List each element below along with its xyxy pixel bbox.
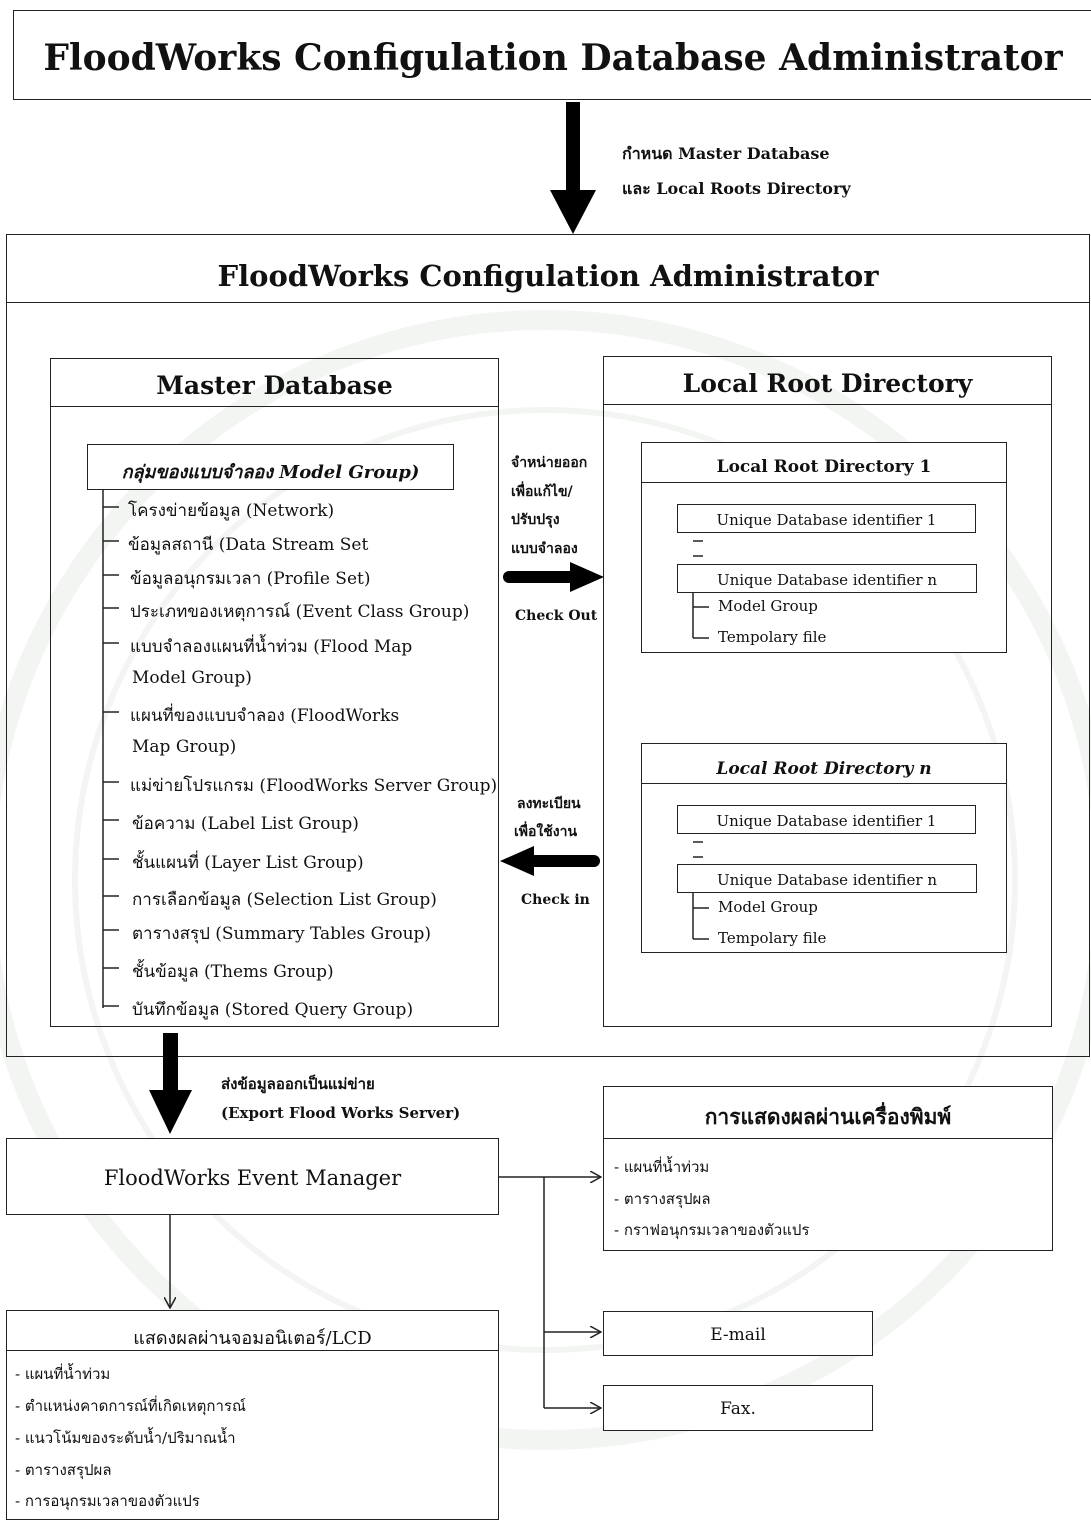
email-box: E-mail	[603, 1311, 873, 1356]
export-down-arrow	[149, 1033, 192, 1134]
local-root-dir-n-title: Local Root Directory n	[716, 759, 932, 779]
printer-header: การแสดงผลผ่านเครื่องพิมพ์	[604, 1087, 1052, 1139]
checkin-label: Check in	[521, 892, 590, 908]
dirn-tree	[692, 841, 709, 940]
master-item: ชั้นแผนที่ (Layer List Group)	[132, 853, 364, 873]
printer-item: - กราฟอนุกรมเวลาของตัวแปร	[614, 1221, 810, 1239]
top-arrow-label-2: และ Local Roots Directory	[622, 179, 851, 198]
monitor-item: - การอนุกรมเวลาของตัวแปร	[15, 1492, 200, 1510]
printer-box: การแสดงผลผ่านเครื่องพิมพ์ - แผนที่น้ำท่ว…	[603, 1086, 1053, 1251]
top-arrow-label-1: กำหนด Master Database	[622, 144, 830, 163]
admin-box: FloodWorks Configulation Administrator	[6, 234, 1090, 1057]
checkin-arrow	[500, 846, 600, 876]
master-item: โครงข่ายข้อมูล (Network)	[128, 501, 335, 521]
checkout-arrow	[503, 562, 604, 592]
event-manager-connectors	[170, 1177, 601, 1408]
printer-item: - แผนที่น้ำท่วม	[614, 1158, 710, 1176]
email-label: E-mail	[710, 1325, 766, 1345]
dir1-uidn-box: Unique Database identifier n	[677, 564, 977, 593]
master-item: แม่ข่ายโปรแกรม (FloodWorks Server Group)	[130, 776, 498, 796]
export-label-1: ส่งข้อมูลออกเป็นแม่ข่าย	[221, 1075, 375, 1093]
local-root-dir-1-title: Local Root Directory 1	[716, 457, 932, 477]
fax-label: Fax.	[720, 1399, 756, 1419]
checkin-thai-line: เพื่อใช้งาน	[514, 824, 578, 840]
monitor-box: แสดงผลผ่านจอมอนิเตอร์/LCD - แผนที่น้ำท่ว…	[6, 1310, 499, 1520]
checkout-thai-line: ปรับปรุง	[511, 512, 560, 528]
checkin-thai-line: ลงทะเบียน	[517, 796, 581, 812]
checkout-thai-line: จำหน่ายออก	[511, 455, 588, 471]
local-root-header: Local Root Directory	[604, 357, 1051, 405]
top-down-arrow	[550, 102, 596, 234]
dir1-uid1: Unique Database identifier 1	[716, 511, 937, 529]
local-root-dir-1: Local Root Directory 1	[641, 442, 1007, 653]
model-group-box: กลุ่มของแบบจำลอง Model Group)	[87, 444, 454, 490]
dirn-temp-file: Tempolary file	[718, 929, 827, 947]
monitor-item: - แนวโน้มของระดับน้ำ/ปริมาณน้ำ	[15, 1429, 236, 1447]
checkout-label: Check Out	[515, 608, 598, 624]
master-item: Map Group)	[132, 737, 237, 757]
monitor-item: - ตารางสรุปผล	[15, 1461, 112, 1479]
printer-item: - ตารางสรุปผล	[614, 1190, 711, 1208]
dir1-uid1-box: Unique Database identifier 1	[677, 504, 976, 533]
admin-title: FloodWorks Configulation Administrator	[217, 259, 879, 293]
export-label-2: (Export Flood Works Server)	[221, 1104, 461, 1122]
monitor-item: - ตำแหน่งคาดการณ์ที่เกิดเหตุการณ์	[15, 1397, 246, 1415]
master-database-header: Master Database	[51, 359, 498, 407]
monitor-title: แสดงผลผ่านจอมอนิเตอร์/LCD	[133, 1328, 372, 1349]
monitor-item: - แผนที่น้ำท่วม	[15, 1365, 111, 1383]
local-root-dir-n: Local Root Directory n	[641, 743, 1007, 953]
master-item: การเลือกข้อมูล (Selection List Group)	[132, 890, 437, 910]
local-root-box: Local Root Directory	[603, 356, 1052, 1027]
monitor-header: แสดงผลผ่านจอมอนิเตอร์/LCD	[7, 1311, 498, 1351]
dir1-model-group: Model Group	[718, 597, 818, 615]
dirn-uid1-box: Unique Database identifier 1	[677, 805, 976, 834]
top-title: FloodWorks Configulation Database Admini…	[43, 37, 1063, 79]
dir1-tree	[692, 540, 709, 639]
master-item: ข้อมูลอนุกรมเวลา (Profile Set)	[130, 569, 371, 589]
top-title-box: FloodWorks Configulation Database Admini…	[13, 10, 1091, 100]
master-database-box: Master Database	[50, 358, 499, 1027]
local-root-title: Local Root Directory	[682, 369, 973, 398]
printer-title: การแสดงผลผ่านเครื่องพิมพ์	[704, 1104, 952, 1129]
master-item: ประเภทของเหตุการณ์ (Event Class Group)	[130, 602, 470, 622]
dir1-temp-file: Tempolary file	[718, 628, 827, 646]
local-root-dir-1-header: Local Root Directory 1	[642, 443, 1006, 483]
dir1-uidn: Unique Database identifier n	[716, 571, 938, 589]
dirn-uid1: Unique Database identifier 1	[716, 812, 937, 830]
master-database-title: Master Database	[156, 371, 393, 400]
master-item: Model Group)	[132, 668, 252, 688]
master-item: ข้อมูลสถานี (Data Stream Set	[128, 535, 369, 555]
master-item: ชั้นข้อมูล (Thems Group)	[132, 962, 334, 982]
dirn-uidn: Unique Database identifier n	[716, 871, 938, 889]
model-group-tree	[102, 490, 119, 1008]
admin-title-bar: FloodWorks Configulation Administrator	[7, 235, 1089, 303]
dirn-uidn-box: Unique Database identifier n	[677, 864, 977, 893]
event-manager-title: FloodWorks Event Manager	[103, 1166, 402, 1190]
master-item: บันทึกข้อมูล (Stored Query Group)	[132, 1000, 414, 1020]
dirn-model-group: Model Group	[718, 898, 818, 916]
local-root-dir-n-header: Local Root Directory n	[642, 744, 1006, 784]
master-item: แผนที่ของแบบจำลอง (FloodWorks	[130, 706, 400, 726]
event-manager-box: FloodWorks Event Manager	[6, 1138, 499, 1215]
checkout-thai-line: แบบจำลอง	[511, 541, 578, 557]
fax-box: Fax.	[603, 1385, 873, 1431]
master-item: ข้อความ (Label List Group)	[132, 814, 359, 834]
checkout-thai-line: เพื่อแก้ไข/	[511, 484, 573, 500]
master-item: ตารางสรุป (Summary Tables Group)	[132, 924, 432, 944]
master-item: แบบจำลองแผนที่น้ำท่วม (Flood Map	[130, 637, 413, 657]
model-group-title: กลุ่มของแบบจำลอง Model Group)	[121, 462, 420, 483]
